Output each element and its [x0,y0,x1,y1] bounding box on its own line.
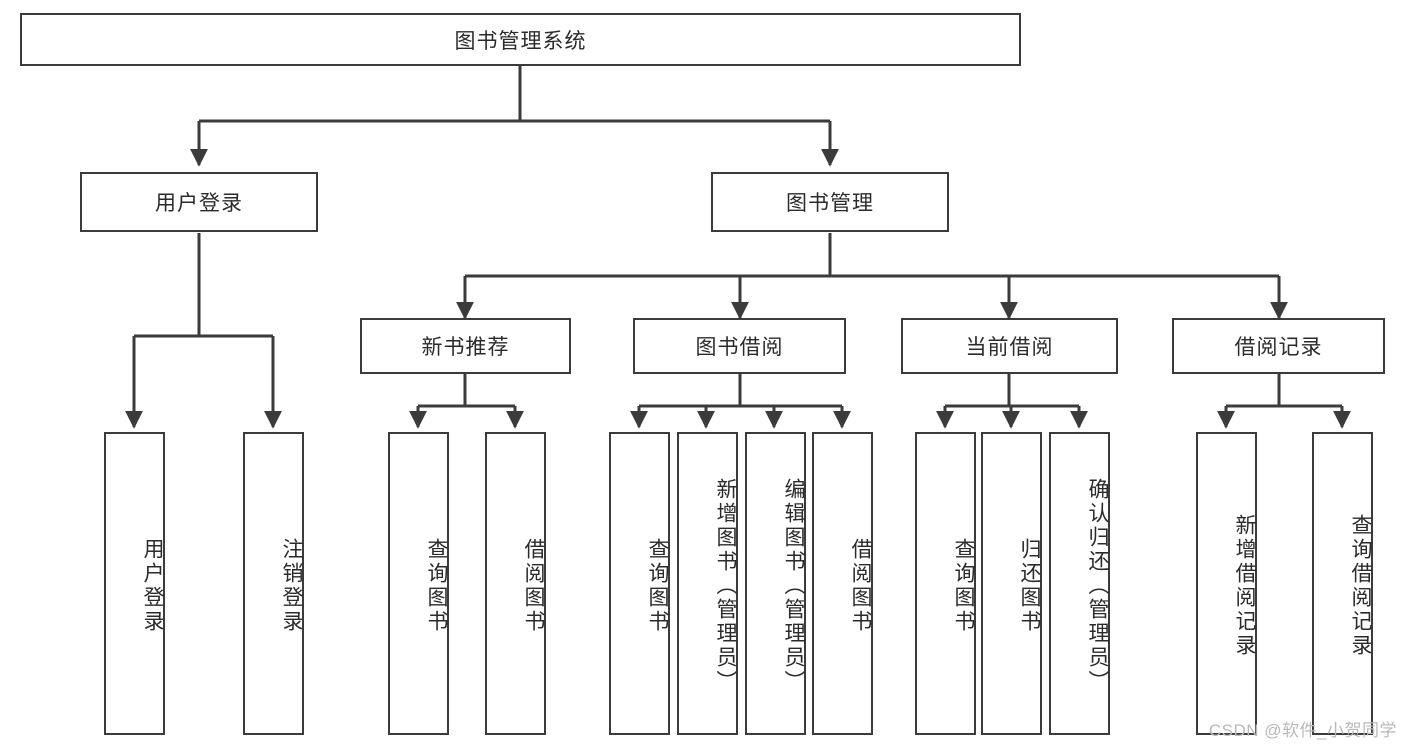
node-leaf-add-book[interactable]: 新增图书（管理员） [677,432,738,735]
node-leaf-query-book-1-label: 查询图书 [425,537,448,634]
node-leaf-borrow-book-2[interactable]: 借阅图书 [812,432,873,735]
node-leaf-query-book-2[interactable]: 查询图书 [609,432,670,735]
node-leaf-return-book-label: 归还图书 [1018,537,1041,634]
node-leaf-query-record-label: 查询借阅记录 [1349,513,1372,658]
node-leaf-user-login[interactable]: 用户登录 [104,432,165,735]
node-current-borrow[interactable]: 当前借阅 [901,318,1118,374]
node-leaf-user-login-label: 用户登录 [141,537,164,634]
node-leaf-query-book-3[interactable]: 查询图书 [915,432,976,735]
node-book-borrow-label: 图书借阅 [695,336,784,359]
node-root-system[interactable]: 图书管理系统 [20,13,1021,66]
node-leaf-logout[interactable]: 注销登录 [243,432,304,735]
node-leaf-add-record[interactable]: 新增借阅记录 [1196,432,1257,735]
node-leaf-logout-label: 注销登录 [280,537,303,634]
node-leaf-return-book[interactable]: 归还图书 [981,432,1042,735]
node-book-borrow[interactable]: 图书借阅 [633,318,846,374]
node-new-book-rec[interactable]: 新书推荐 [360,318,571,374]
node-leaf-query-record[interactable]: 查询借阅记录 [1312,432,1373,735]
node-leaf-confirm-return[interactable]: 确认归还（管理员） [1049,432,1110,735]
node-current-borrow-label: 当前借阅 [965,336,1054,359]
node-borrow-record-label: 借阅记录 [1234,336,1323,359]
node-leaf-add-book-label: 新增图书（管理员） [714,477,737,694]
node-leaf-borrow-book-1-label: 借阅图书 [522,537,545,634]
node-leaf-borrow-book-1[interactable]: 借阅图书 [485,432,546,735]
node-user-login-label: 用户登录 [155,192,243,215]
node-leaf-confirm-return-label: 确认归还（管理员） [1086,477,1109,694]
node-borrow-record[interactable]: 借阅记录 [1172,318,1385,374]
node-leaf-query-book-1[interactable]: 查询图书 [388,432,449,735]
node-leaf-query-book-3-label: 查询图书 [952,537,975,634]
node-book-manage[interactable]: 图书管理 [711,172,949,232]
node-root-system-label: 图书管理系统 [454,29,587,53]
node-leaf-add-record-label: 新增借阅记录 [1233,513,1256,658]
node-leaf-borrow-book-2-label: 借阅图书 [849,537,872,634]
node-new-book-rec-label: 新书推荐 [421,336,510,359]
node-book-manage-label: 图书管理 [786,192,874,215]
node-leaf-edit-book-label: 编辑图书（管理员） [782,477,805,694]
node-leaf-edit-book[interactable]: 编辑图书（管理员） [745,432,806,735]
node-leaf-query-book-2-label: 查询图书 [646,537,669,634]
node-user-login[interactable]: 用户登录 [80,172,318,232]
csdn-watermark: CSDN @软件_小贺同学 [1208,721,1397,740]
